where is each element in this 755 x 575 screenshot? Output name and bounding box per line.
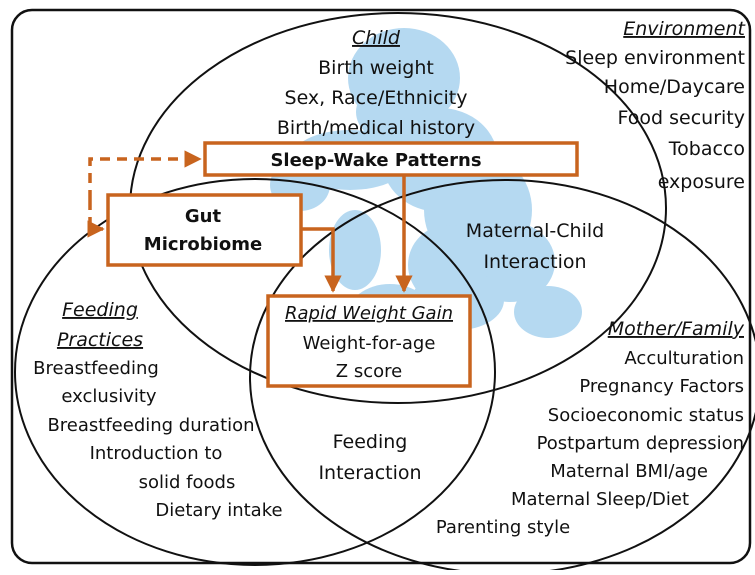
environment-item: exposure (658, 171, 745, 193)
feeding-practices-circle (14, 178, 496, 566)
environment-title: Environment (623, 18, 746, 40)
dashed-arrow-to-sleep-wake (88, 150, 202, 200)
microbiome-label: Microbiome (144, 234, 262, 255)
arrow-gut-to-weight-gain (301, 227, 342, 293)
child-item: Sex, Race/Ethnicity (285, 87, 468, 109)
feeding-practices-item: Dietary intake (155, 500, 282, 521)
mother-family-title: Mother/Family (608, 318, 745, 340)
child-item: Birth weight (318, 57, 434, 79)
environment-item: Sleep environment (565, 47, 745, 69)
rapid-weight-gain-title: Rapid Weight Gain (285, 303, 453, 324)
mother-family-item: Maternal Sleep/Diet (511, 489, 689, 510)
environment-item: Food security (618, 107, 745, 129)
sleep-wake-label: Sleep-Wake Patterns (270, 150, 481, 171)
feeding-practices-item: solid foods (139, 472, 236, 493)
interaction-label: Interaction (483, 251, 586, 273)
z-score-label: Z score (336, 361, 402, 382)
mother-family-item: Parenting style (436, 517, 570, 538)
gut-microbiome-box (106, 193, 303, 267)
child-item: Birth/medical history (277, 117, 475, 139)
mother-family-item: Maternal BMI/age (550, 461, 708, 482)
environment-item: Home/Daycare (604, 76, 745, 98)
mother-family-item: Acculturation (624, 348, 744, 369)
feeding-practices-title: Feeding (62, 299, 138, 321)
mother-family-item: Pregnancy Factors (579, 376, 744, 397)
feeding-practices-item: exclusivity (61, 386, 156, 407)
weight-for-age-label: Weight-for-age (303, 333, 436, 354)
child-title: Child (352, 27, 401, 49)
feeding-practices-item: Introduction to (90, 443, 223, 464)
feeding-interaction-label: Feeding (333, 431, 408, 453)
mother-family-item: Socioeconomic status (548, 405, 744, 426)
feeding-practices-title: Practices (57, 329, 143, 351)
mother-family-item: Postpartum depression (537, 433, 744, 454)
gut-label: Gut (185, 206, 222, 227)
feeding-practices-item: Breastfeeding (33, 358, 159, 379)
feeding-practices-item: Breastfeeding duration (47, 415, 254, 436)
maternal-child-label: Maternal-Child (466, 220, 604, 242)
rapid-weight-gain-box (266, 294, 472, 388)
dashed-arrow-to-gut (87, 200, 105, 238)
sleep-wake-box (203, 141, 579, 177)
environment-item: Tobacco (668, 138, 745, 160)
feeding-interaction-label: Interaction (318, 462, 421, 484)
